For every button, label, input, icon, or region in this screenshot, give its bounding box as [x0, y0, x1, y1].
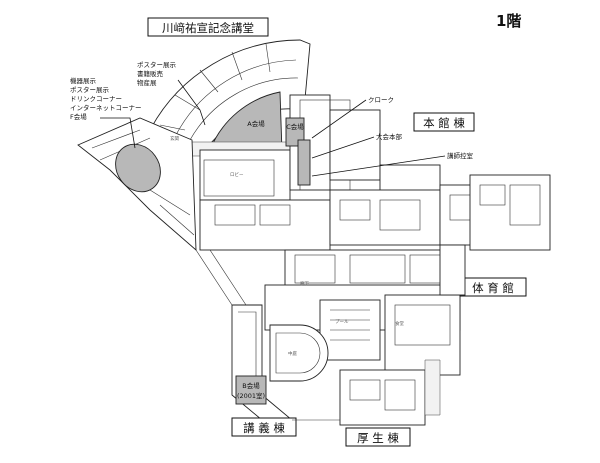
gymnasium-block [264, 284, 461, 376]
main-building-label: 本 館 棟 [423, 116, 465, 130]
corridor-label: 廊下 [300, 280, 309, 287]
poster-group-line-3: 物産展 [137, 78, 157, 87]
kawasaki-hall-label-box [147, 17, 269, 37]
east-wing [439, 174, 551, 296]
lecturer-room-label: 講師控室 [447, 151, 474, 160]
cloakroom-label: クローク [368, 96, 394, 104]
courtyard [269, 324, 329, 382]
left-group-line-3: ドリンクコーナー [70, 95, 122, 103]
left-group-line-4: インターネットコーナー [70, 103, 142, 112]
dining-label: 食堂 [395, 320, 404, 327]
left-group-line-5: F会場 [70, 112, 87, 121]
poster-group-line-1: ポスター展示 [137, 60, 177, 69]
poster-group-line-2: 書籍販売 [137, 69, 164, 78]
lecturer-room-leader [311, 155, 446, 177]
c-hall-label: C会場 [286, 122, 304, 131]
b-hall-venue [235, 375, 267, 405]
welfare-building-label: 厚 生 棟 [357, 431, 399, 445]
lecture-building-label-box [231, 417, 297, 437]
c-hall-venue [285, 117, 305, 147]
cloakroom-leader [311, 99, 367, 139]
main-building-label-box [413, 112, 475, 132]
service-rooms-strip [297, 139, 311, 186]
main-building-block [199, 94, 546, 291]
auditorium [149, 39, 311, 151]
entrance-label: 玄関 [170, 135, 179, 142]
lecture-building-label: 講 義 棟 [243, 421, 285, 435]
a-hall-label: A会場 [247, 119, 265, 128]
courtyard-label: 中庭 [288, 350, 297, 357]
left-group-leader [100, 117, 136, 149]
headquarters-leader [311, 136, 375, 159]
left-group-line-1: 機器展示 [70, 76, 97, 85]
gymnasium-label: 体 育 館 [472, 281, 514, 295]
b-hall-label-1: B会場 [242, 381, 260, 390]
floor-number-label: 1階 [496, 12, 521, 30]
lobby-label: ロビー [230, 171, 244, 178]
f-hall-venue [115, 143, 161, 193]
left-group-line-2: ポスター展示 [70, 85, 110, 94]
poster-group-leader [177, 79, 206, 126]
kawasaki-hall-label: 川﨑祐宣記念講堂 [162, 21, 254, 35]
welfare-building-block [339, 359, 441, 426]
welfare-building-label-box [345, 427, 411, 447]
headquarters-label: 大会本部 [376, 132, 403, 141]
pool-label: プール [335, 319, 349, 325]
b-hall-label-2: (2001室) [237, 391, 265, 400]
a-hall-venue [209, 91, 283, 153]
